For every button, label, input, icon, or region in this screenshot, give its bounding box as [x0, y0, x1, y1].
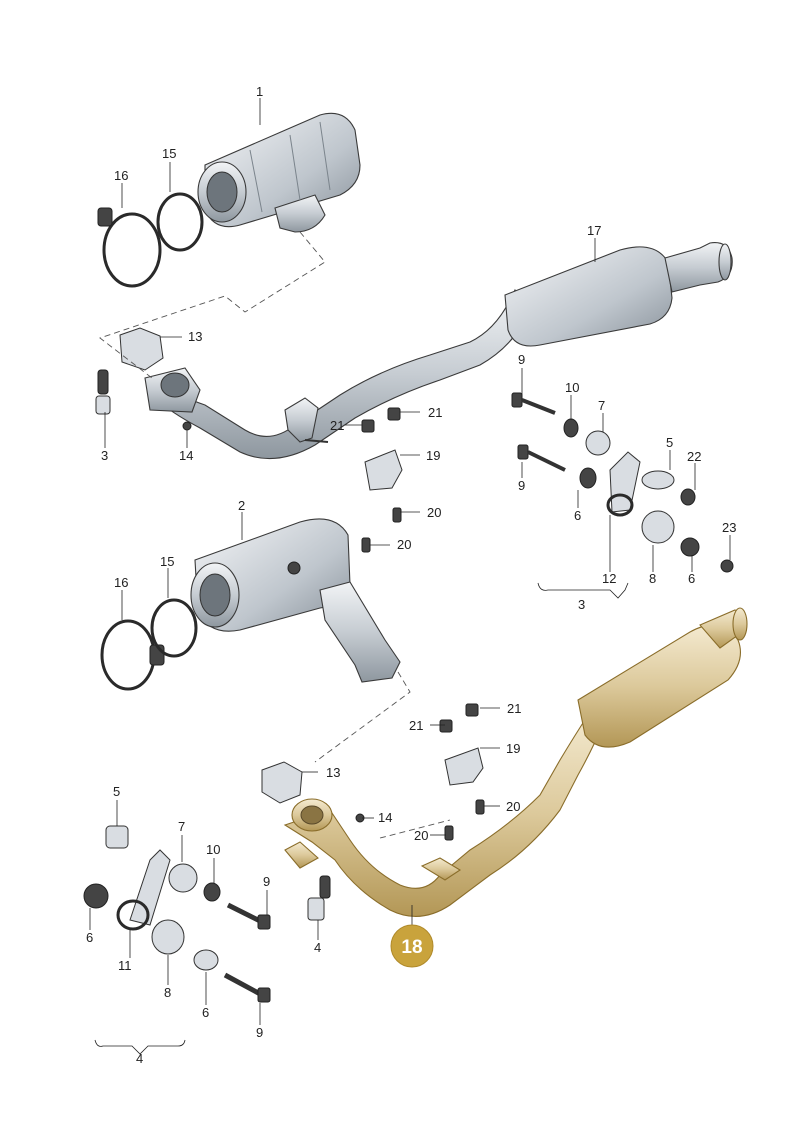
catalytic-converter-1 — [197, 112, 361, 233]
leader-lines — [89, 98, 731, 1055]
gasket-ring-15-bottom — [150, 598, 198, 658]
callout-20-d: 20 — [414, 828, 428, 843]
flange-13-top — [119, 327, 164, 371]
callout-21-b: 21 — [428, 405, 442, 420]
callout-4-group: 4 — [136, 1051, 143, 1066]
callout-8-b: 8 — [164, 985, 171, 1000]
callout-9-b: 9 — [518, 478, 525, 493]
callout-5-b: 5 — [113, 784, 120, 799]
callout-21-a: 21 — [330, 418, 344, 433]
stud-3 — [95, 369, 111, 415]
hanger-hardware-group-4 — [83, 825, 271, 1003]
callout-6-b: 6 — [688, 571, 695, 586]
callout-7-b: 7 — [178, 819, 185, 834]
callout-21-c: 21 — [409, 718, 423, 733]
bracket-19-top — [361, 407, 403, 553]
bracket-19-bottom — [439, 703, 485, 841]
exhaust-pipe-18-highlighted — [283, 607, 748, 917]
callout-4-stud: 4 — [314, 940, 321, 955]
exhaust-pipe-17 — [154, 242, 733, 460]
callout-15-top: 15 — [162, 146, 176, 161]
callout-22: 22 — [687, 449, 701, 464]
callout-14-top: 14 — [179, 448, 193, 463]
callout-6-a: 6 — [574, 508, 581, 523]
callout-10-a: 10 — [565, 380, 579, 395]
callout-1: 1 — [256, 84, 263, 99]
callout-9-d: 9 — [256, 1025, 263, 1040]
callout-20-b: 20 — [397, 537, 411, 552]
callout-8-a: 8 — [649, 571, 656, 586]
stud-4 — [307, 875, 331, 921]
highlight-badge-label: 18 — [401, 937, 422, 958]
clamp-16-bottom — [100, 619, 156, 691]
callout-5-a: 5 — [666, 435, 673, 450]
callout-7-a: 7 — [598, 398, 605, 413]
callout-6-c: 6 — [86, 930, 93, 945]
callout-13-bottom: 13 — [326, 765, 340, 780]
callout-23: 23 — [722, 520, 736, 535]
callout-9-c: 9 — [263, 874, 270, 889]
callout-3-group: 3 — [578, 597, 585, 612]
callout-11: 11 — [118, 958, 132, 973]
callout-13-top: 13 — [188, 329, 202, 344]
assembly-dashed-lines — [99, 231, 451, 839]
callout-20-a: 20 — [427, 505, 441, 520]
callout-16-bottom: 16 — [114, 575, 128, 590]
callout-10-b: 10 — [206, 842, 220, 857]
callout-20-c: 20 — [506, 799, 520, 814]
flange-pipe-inlet-top — [144, 367, 201, 413]
clamp-16-top — [97, 207, 162, 288]
callout-12: 12 — [602, 571, 616, 586]
callout-14-bottom: 14 — [378, 810, 392, 825]
callout-3-left: 3 — [101, 448, 108, 463]
highlight-badge-18[interactable]: 18 — [390, 924, 434, 968]
callout-21-d: 21 — [507, 701, 521, 716]
nut-14-top — [182, 421, 192, 431]
callout-17: 17 — [587, 223, 601, 238]
gasket-ring-15-top — [156, 192, 204, 252]
callout-19-top: 19 — [426, 448, 440, 463]
callout-16-top: 16 — [114, 168, 128, 183]
callout-19-bottom: 19 — [506, 741, 520, 756]
flange-13-bottom — [261, 761, 303, 804]
catalytic-converter-2 — [190, 518, 401, 683]
hanger-hardware-group-3 — [511, 392, 734, 573]
callout-2: 2 — [238, 498, 245, 513]
callout-6-d: 6 — [202, 1005, 209, 1020]
callout-15-bottom: 15 — [160, 554, 174, 569]
callout-labels: 1 15 16 17 13 3 14 21 21 19 20 20 2 15 1… — [86, 84, 736, 1066]
callout-9-a: 9 — [518, 352, 525, 367]
